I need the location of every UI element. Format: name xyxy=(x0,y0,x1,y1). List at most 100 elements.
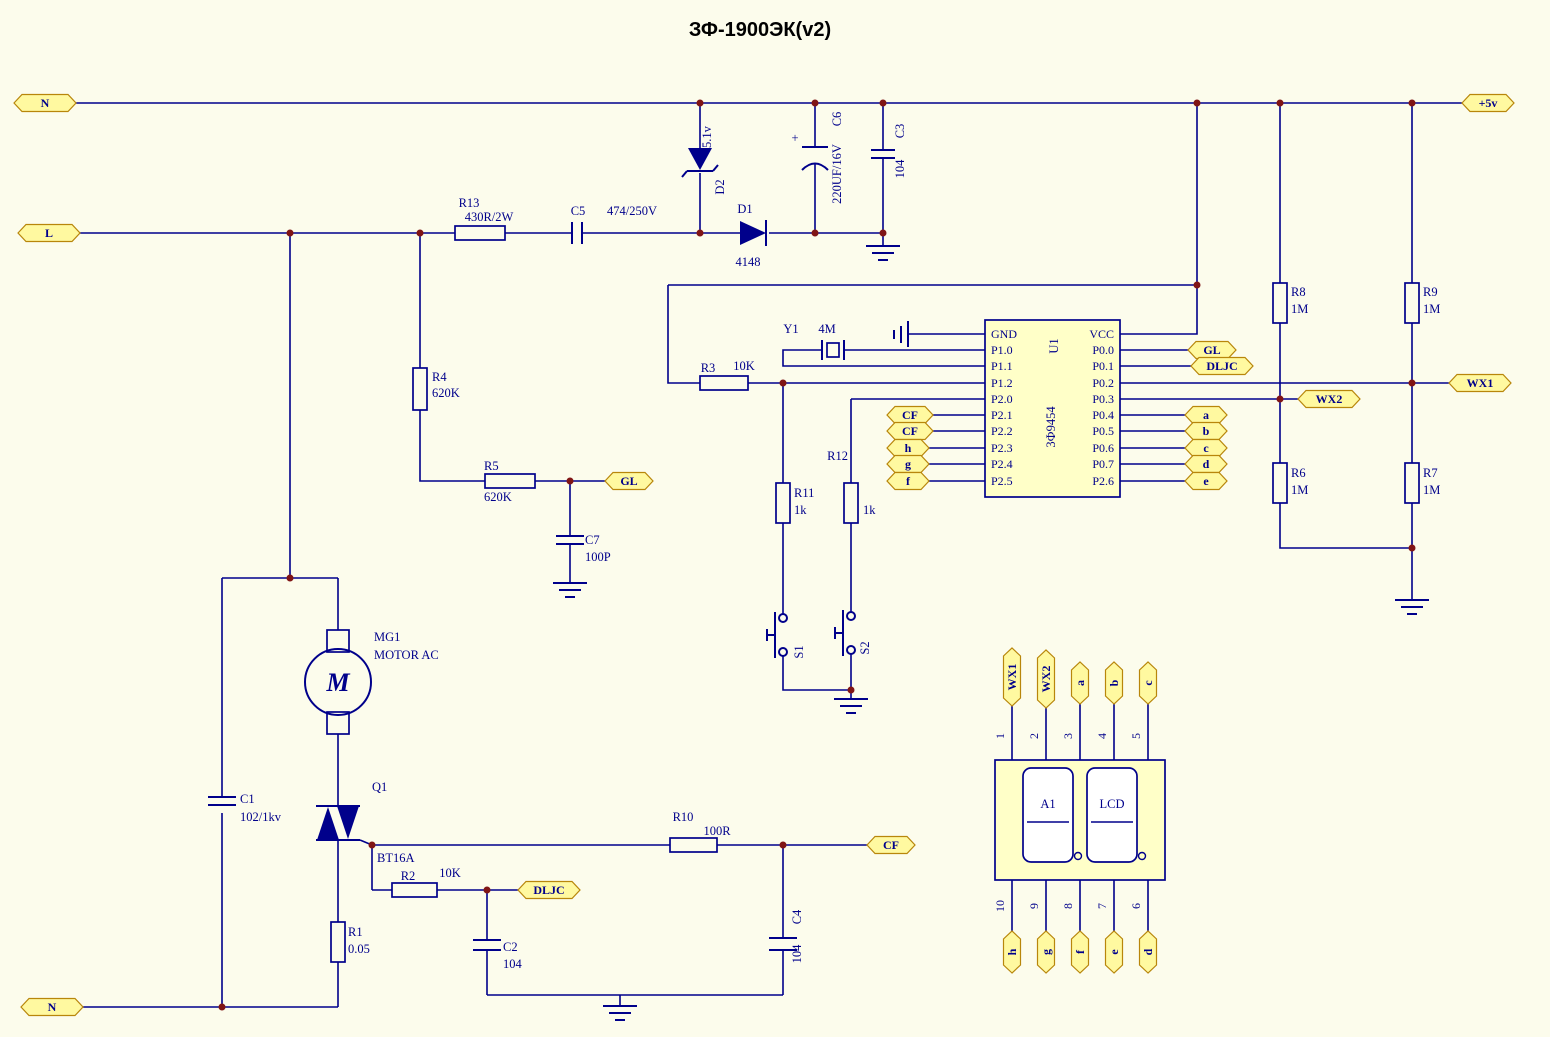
ref-label: D2 xyxy=(713,179,727,194)
net-label: GL xyxy=(620,474,637,488)
diode-cathode-bar xyxy=(681,164,719,178)
ic-part-label: 3Ф9454 xyxy=(1044,406,1058,448)
component-R1: R1 0.05 xyxy=(330,921,370,963)
ref-label: C6 xyxy=(830,112,844,127)
ref-label: R2 xyxy=(401,869,416,883)
net-label: WX2 xyxy=(1039,666,1053,693)
net-label: GL xyxy=(1203,343,1220,357)
ref-label: R8 xyxy=(1291,285,1306,299)
value-label: 620K xyxy=(432,386,460,400)
ref-label: R12 xyxy=(827,449,848,463)
ref-label: R7 xyxy=(1423,466,1438,480)
net-flag-con-d: d xyxy=(1138,930,1158,974)
net-flag-wx1: WX1 xyxy=(1448,373,1512,393)
net-label: c xyxy=(1203,441,1209,455)
switch-actuator xyxy=(834,610,844,656)
junction-dot xyxy=(847,686,855,694)
value-label: 1M xyxy=(1423,302,1440,316)
net-flag-a: a xyxy=(1184,405,1228,425)
value-label: 10K xyxy=(439,866,461,880)
net-flag-wx2: WX2 xyxy=(1297,389,1361,409)
pin-number: 1 xyxy=(993,733,1007,739)
junction-dot xyxy=(218,1003,226,1011)
component-D1: D1 4148 xyxy=(736,202,767,269)
crystal-body xyxy=(826,342,840,358)
component-R6: R6 1M xyxy=(1272,462,1308,504)
net-label: a xyxy=(1073,680,1087,686)
junction-dot xyxy=(286,574,294,582)
ic-pin-label: P0.6 xyxy=(1092,441,1114,455)
ic-u1: GND P1.0 P1.1 P1.2 P2.0 P2.1 P2.2 P2.3 P… xyxy=(984,319,1121,498)
ic-pin-label: P0.4 xyxy=(1092,408,1114,422)
value-label: 430R/2W xyxy=(465,210,514,224)
page-title: ЗФ-1900ЭК(v2) xyxy=(689,19,831,41)
ref-label: R3 xyxy=(701,361,716,375)
lcd-label: LCD xyxy=(1100,797,1125,811)
component-R13: R13 430R/2W xyxy=(454,196,514,241)
junction-dot xyxy=(1408,99,1416,107)
value-label: 4M xyxy=(818,322,835,336)
ic-pin-label: P2.1 xyxy=(991,408,1013,422)
ground-symbols xyxy=(553,245,1429,1021)
value-label: 1k xyxy=(863,503,876,517)
net-label: WX1 xyxy=(1467,376,1494,390)
value-label: 4148 xyxy=(736,255,761,269)
polarity-mark: + xyxy=(791,131,798,145)
ref-label: C2 xyxy=(503,940,518,954)
component-Q1-triac: Q1 BT16A xyxy=(316,780,415,865)
ref-label: S2 xyxy=(858,641,872,654)
component-C6-electrolytic: + C6 220UF/16V xyxy=(791,112,844,204)
ic-ref-label: U1 xyxy=(1047,338,1061,353)
component-R7: R7 1M xyxy=(1404,462,1440,504)
net-flag-n-bottom: N xyxy=(20,997,84,1017)
lcd-module xyxy=(1086,767,1138,863)
triac-triangle-up xyxy=(317,807,339,840)
net-flag-cf-p22: CF xyxy=(886,421,934,441)
net-label: WX1 xyxy=(1005,664,1019,691)
net-flag-plus5v: +5v xyxy=(1461,93,1515,113)
component-R12: R12 1k xyxy=(827,449,876,524)
net-label: DLJC xyxy=(533,883,564,897)
net-label: d xyxy=(1203,457,1210,471)
module-pin-circle xyxy=(1073,851,1083,861)
ref-label: R13 xyxy=(459,196,480,210)
value-label: 102/1kv xyxy=(240,810,282,824)
net-flag-dljc-right: DLJC xyxy=(1190,356,1254,376)
net-label: c xyxy=(1141,680,1155,686)
net-label: CF xyxy=(902,408,918,422)
ref-label: C4 xyxy=(790,909,804,924)
ref-label: R6 xyxy=(1291,466,1306,480)
component-S2-button[interactable]: S2 xyxy=(834,610,872,656)
net-label: e xyxy=(1203,474,1209,488)
a1-label: A1 xyxy=(1040,797,1055,811)
net-label: e xyxy=(1107,949,1121,955)
value-label: 1M xyxy=(1291,302,1308,316)
net-flag-cf-bottom: CF xyxy=(866,835,916,855)
net-flag-con-g: g xyxy=(1036,930,1056,974)
net-flag-con-b: b xyxy=(1104,661,1124,705)
junction-dot xyxy=(879,229,887,237)
value-label: 220UF/16V xyxy=(830,144,844,204)
value-label: MOTOR AC xyxy=(374,648,439,662)
value-label: BT16A xyxy=(377,851,415,865)
resistor-body xyxy=(484,473,536,489)
switch-contact xyxy=(778,613,788,623)
net-label: g xyxy=(905,457,911,471)
component-C4: C4 104 xyxy=(769,909,804,963)
ref-label: D1 xyxy=(737,202,752,216)
component-C2: C2 104 xyxy=(473,939,523,971)
pin-number: 5 xyxy=(1129,733,1143,739)
ic-pin-label: P0.3 xyxy=(1092,392,1114,406)
component-S1-button[interactable]: S1 xyxy=(766,612,806,659)
component-R8: R8 1M xyxy=(1272,282,1308,324)
value-label: 1M xyxy=(1423,483,1440,497)
pin-number: 6 xyxy=(1129,903,1143,909)
net-flag-gl-left: GL xyxy=(604,471,654,491)
ic-pin-label: P1.2 xyxy=(991,376,1013,390)
resistor-body xyxy=(1404,282,1420,324)
net-label: CF xyxy=(902,424,918,438)
ic-pin-label: P2.0 xyxy=(991,392,1013,406)
net-label: d xyxy=(1141,948,1155,955)
ref-label: C1 xyxy=(240,792,255,806)
net-flag-l: L xyxy=(17,223,81,243)
